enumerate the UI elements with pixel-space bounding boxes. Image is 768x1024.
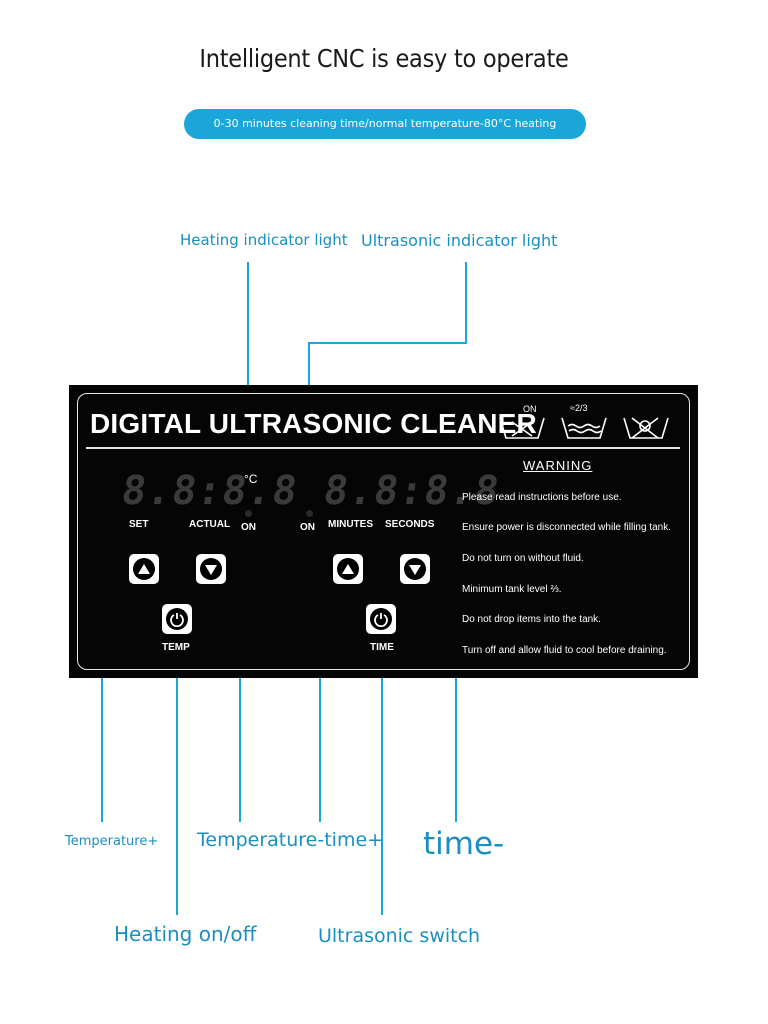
- tub-on-label: ON: [523, 404, 537, 414]
- warning-item: Do not drop items into the tank.: [462, 614, 601, 625]
- ultrasonic-on-label: ON: [300, 522, 315, 533]
- warning-item: Ensure power is disconnected while filli…: [462, 522, 671, 533]
- temperature-plus-callout: Temperature+: [65, 834, 159, 849]
- heating-power-button[interactable]: [162, 604, 192, 634]
- tub-crossed-icon: [623, 417, 669, 439]
- power-icon: [374, 613, 388, 627]
- control-panel: DIGITAL ULTRASONIC CLEANER ON ≈2/3 8.8:8…: [69, 385, 698, 678]
- temperature-down-button[interactable]: [196, 554, 226, 584]
- minutes-label: MINUTES: [328, 519, 373, 530]
- ultrasonic-indicator-callout: Ultrasonic indicator light: [361, 231, 558, 250]
- page-title: Intelligent CNC is easy to operate: [199, 44, 569, 73]
- up-arrow-icon: [138, 564, 150, 574]
- tub-on-icon: [499, 417, 545, 439]
- panel-title: DIGITAL ULTRASONIC CLEANER: [90, 408, 537, 439]
- temperature-up-button[interactable]: [129, 554, 159, 584]
- ultrasonic-power-button[interactable]: [366, 604, 396, 634]
- time-up-button[interactable]: [333, 554, 363, 584]
- set-label: SET: [129, 519, 149, 530]
- heating-indicator-callout: Heating indicator light: [180, 231, 348, 249]
- panel-border: DIGITAL ULTRASONIC CLEANER ON ≈2/3 8.8:8…: [77, 393, 690, 670]
- down-arrow-icon: [409, 565, 421, 575]
- warning-item: Minimum tank level ⅔.: [462, 584, 562, 595]
- warning-item: Turn off and allow fluid to cool before …: [462, 645, 667, 656]
- time-display: 8.8:8.8: [320, 468, 503, 514]
- ultrasonic-indicator-led: [306, 510, 313, 517]
- time-label: TIME: [370, 642, 394, 653]
- time-down-button[interactable]: [400, 554, 430, 584]
- seconds-label: SECONDS: [385, 519, 435, 530]
- panel-divider: [86, 447, 680, 449]
- tub-level-label: ≈2/3: [570, 403, 588, 413]
- down-arrow-icon: [205, 565, 217, 575]
- heating-indicator-led: [245, 510, 252, 517]
- tub-level-icon: [561, 417, 607, 439]
- celsius-unit: °C: [244, 472, 258, 486]
- care-symbols: [499, 417, 669, 439]
- spec-banner: 0-30 minutes cleaning time/normal temper…: [184, 109, 586, 160]
- warning-item: Do not turn on without fluid.: [462, 553, 584, 564]
- warning-title: WARNING: [523, 458, 593, 473]
- ultrasonic-switch-callout: Ultrasonic switch: [318, 925, 481, 947]
- heating-on-label: ON: [241, 522, 256, 533]
- temperature-time-plus-callout: Temperature-time+: [197, 829, 384, 851]
- warning-item: Please read instructions before use.: [462, 492, 622, 503]
- heating-onoff-callout: Heating on/off: [114, 922, 257, 946]
- temp-label: TEMP: [162, 642, 190, 653]
- actual-label: ACTUAL: [189, 519, 231, 530]
- temperature-display: 8.8:8.8: [118, 468, 301, 514]
- time-minus-callout: time-: [423, 826, 505, 862]
- up-arrow-icon: [342, 564, 354, 574]
- power-icon: [170, 613, 184, 627]
